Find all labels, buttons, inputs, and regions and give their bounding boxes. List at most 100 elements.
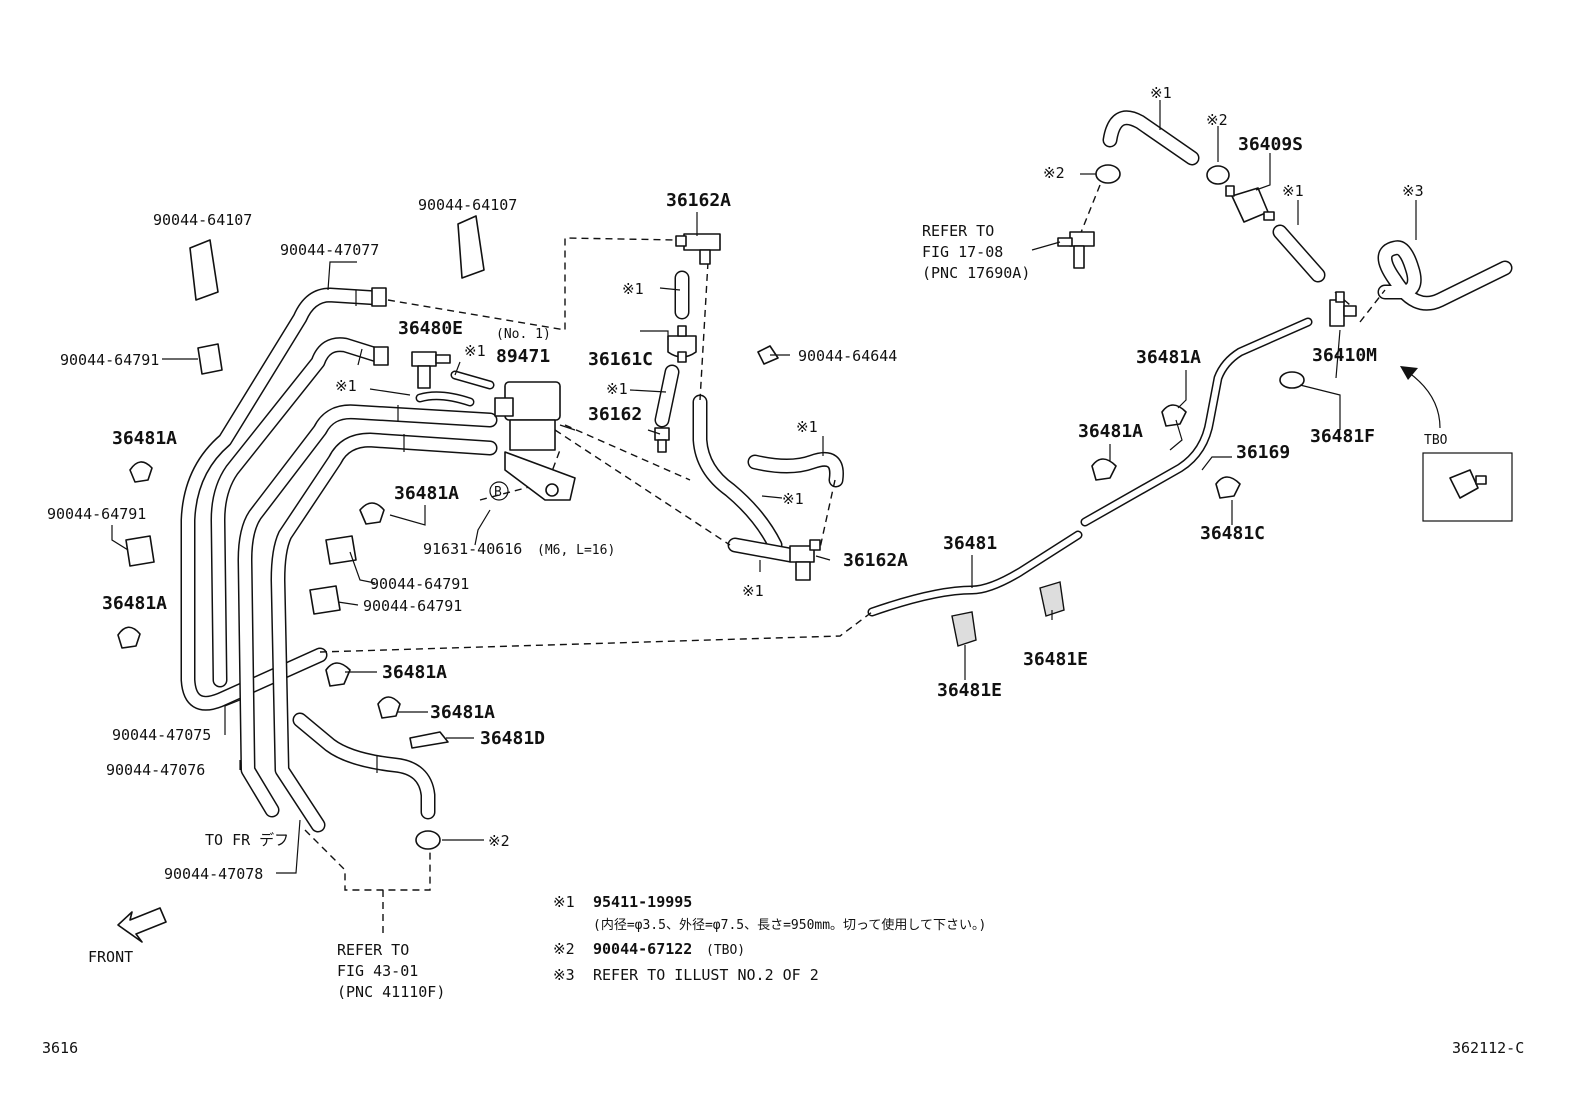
label-36161C: 36161C bbox=[588, 349, 653, 370]
label-90044-64107-b: 90044-64107 bbox=[418, 196, 517, 214]
tee-36410M bbox=[1329, 291, 1357, 327]
hose-end-cap-2 bbox=[373, 346, 389, 366]
clip-e-icon bbox=[951, 611, 977, 647]
note-1-desc: (内径=φ3.5、外径=φ7.5、長さ=950mm。切って使用して下さい。) bbox=[593, 917, 986, 933]
label-90044-64791-b: 90044-64791 bbox=[47, 505, 146, 523]
vsv-89471 bbox=[494, 381, 576, 501]
label-36481A-2: 36481A bbox=[102, 593, 167, 614]
tbo-inset-box bbox=[1422, 452, 1513, 522]
label-36481A-5: 36481A bbox=[430, 702, 495, 723]
clip-icon bbox=[1161, 404, 1187, 427]
label-36162: 36162 bbox=[588, 404, 642, 425]
clamp-bracket-icon bbox=[125, 535, 155, 567]
front-arrow-icon bbox=[117, 907, 167, 943]
refer-b-line3: (PNC 41110F) bbox=[337, 983, 445, 1001]
note-1-part: 95411-19995 bbox=[593, 893, 692, 911]
figure-code: 362112-C bbox=[1452, 1039, 1524, 1057]
leader-lines bbox=[111, 100, 1417, 874]
page-code: 3616 bbox=[42, 1039, 78, 1057]
note-2-tag: (TBO) bbox=[706, 943, 745, 958]
label-36480E: 36480E bbox=[398, 318, 463, 339]
label-b-mark: B bbox=[494, 485, 502, 500]
tee-refer-17-08 bbox=[1057, 231, 1095, 269]
hose-lower-bend bbox=[292, 712, 436, 820]
b-circle-mark bbox=[489, 481, 509, 501]
label-36162A-top: 36162A bbox=[666, 190, 731, 211]
refer-a-line2: FIG 17-08 bbox=[922, 243, 1003, 261]
clip-icon bbox=[129, 461, 153, 483]
pipe-upper-right bbox=[1377, 240, 1513, 311]
front-label: FRONT bbox=[88, 948, 133, 966]
hose-clamp-icon bbox=[415, 830, 441, 850]
to-fr-label: TO FR デフ bbox=[205, 831, 289, 849]
clip-e-icon bbox=[1039, 581, 1065, 617]
clamp-bracket-icon bbox=[325, 535, 357, 565]
labels: 36162A 36161C 36162 89471 (No. 1) 36480E… bbox=[42, 84, 1524, 1057]
note-3-desc: REFER TO ILLUST NO.2 OF 2 bbox=[593, 966, 819, 984]
label-36481A-4: 36481A bbox=[382, 662, 447, 683]
tee-36162A-top bbox=[675, 233, 721, 265]
label-36481D: 36481D bbox=[480, 728, 545, 749]
clamp-parts bbox=[117, 164, 1305, 850]
label-91631: 91631-40616 bbox=[423, 540, 522, 558]
mark-1: ※1 bbox=[606, 380, 628, 398]
label-36481A-3: 36481A bbox=[394, 483, 459, 504]
hose-90044-47078 bbox=[270, 432, 498, 833]
mark-1: ※1 bbox=[622, 280, 644, 298]
mark-2: ※2 bbox=[1206, 111, 1228, 129]
tbo-label: TBO bbox=[1424, 433, 1448, 448]
hose-90044-47076 bbox=[237, 404, 498, 818]
label-89471: 89471 bbox=[496, 346, 550, 367]
filter-36409S bbox=[1225, 185, 1275, 223]
label-90044-47078: 90044-47078 bbox=[164, 865, 263, 883]
hose-clamp-icon bbox=[1206, 165, 1230, 185]
mark-3: ※3 bbox=[1402, 182, 1424, 200]
refer-a-line1: REFER TO bbox=[922, 222, 994, 240]
clip-icon bbox=[1215, 476, 1241, 499]
label-36481: 36481 bbox=[943, 533, 997, 554]
label-90044-64791-c: 90044-64791 bbox=[370, 575, 469, 593]
mark-1: ※1 bbox=[1150, 84, 1172, 102]
refer-a-line3: (PNC 17690A) bbox=[922, 264, 1030, 282]
clip-icon bbox=[325, 662, 351, 687]
clamp-bracket-icon bbox=[197, 343, 223, 375]
mark-1: ※1 bbox=[1282, 182, 1304, 200]
mark-2: ※2 bbox=[1043, 164, 1065, 182]
mark-1: ※1 bbox=[742, 582, 764, 600]
fitting-36162 bbox=[654, 427, 670, 453]
hose-36409-out bbox=[1272, 224, 1326, 283]
hose-90044-47077 bbox=[210, 337, 388, 688]
clip-icon bbox=[359, 502, 385, 525]
label-36410M: 36410M bbox=[1312, 345, 1377, 366]
clip-icon bbox=[377, 696, 401, 719]
label-36409S: 36409S bbox=[1238, 134, 1303, 155]
clip-icon bbox=[757, 345, 779, 365]
refer-b-line2: FIG 43-01 bbox=[337, 962, 418, 980]
hose-center-loop bbox=[654, 270, 844, 563]
label-90044-64644: 90044-64644 bbox=[798, 347, 897, 365]
note-3-mark: ※3 bbox=[553, 966, 575, 984]
mark-1: ※1 bbox=[796, 418, 818, 436]
tee-36480E bbox=[411, 351, 451, 389]
label-36481A-1: 36481A bbox=[112, 428, 177, 449]
label-90044-47075: 90044-47075 bbox=[112, 726, 211, 744]
clamp-bracket-icon bbox=[457, 215, 485, 279]
refer-b-line1: REFER TO bbox=[337, 941, 409, 959]
mark-1: ※1 bbox=[782, 490, 804, 508]
label-36481E-1: 36481E bbox=[937, 680, 1002, 701]
pipe-36169 bbox=[1080, 317, 1313, 527]
label-90044-64107-a: 90044-64107 bbox=[153, 211, 252, 229]
hose-bands bbox=[355, 287, 405, 773]
hose-90044-47075 bbox=[180, 287, 386, 711]
mark-1: ※1 bbox=[335, 377, 357, 395]
label-36481A-6: 36481A bbox=[1136, 347, 1201, 368]
label-36481E-2: 36481E bbox=[1023, 649, 1088, 670]
label-91631-spec: (M6, L=16) bbox=[537, 543, 615, 558]
mark-2: ※2 bbox=[488, 832, 510, 850]
tee-36162A-bottom bbox=[789, 539, 821, 581]
hose-top-elbow bbox=[1102, 110, 1200, 166]
label-90044-64791-d: 90044-64791 bbox=[363, 597, 462, 615]
valve-36161C bbox=[667, 325, 697, 363]
